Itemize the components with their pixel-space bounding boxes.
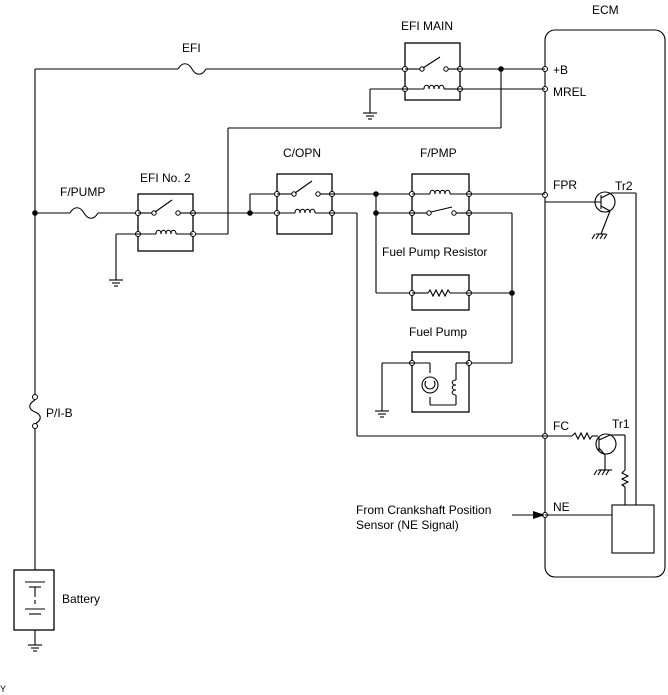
fuel-pump — [411, 351, 470, 413]
efi-no2-relay — [137, 193, 194, 252]
pin-label-fc: FC — [553, 419, 569, 433]
fuel-pump-coil — [451, 379, 457, 396]
transistor-tr2: Tr2 — [545, 179, 637, 505]
ecm-title: ECM — [592, 3, 619, 17]
f-pmp-relay — [411, 173, 470, 235]
pin-label-mrel: MREL — [553, 85, 587, 99]
fpump-circuit: F/PUMP EFI No. 2 — [32, 171, 277, 287]
ne-signal-source: From Crankshaft Position Sensor (NE Sign… — [356, 503, 545, 532]
efi-circuit: EFI EFI MAIN — [34, 19, 545, 395]
corner-mark: Y — [0, 684, 6, 694]
pib-fuse-label: P/I-B — [46, 406, 73, 420]
ne-source-line1: From Crankshaft Position — [356, 503, 491, 517]
pin-label-fpr: FPR — [553, 178, 577, 192]
efi-no2-coil — [155, 229, 177, 235]
ecm-box — [544, 29, 666, 578]
f-pump-fuse-label: F/PUMP — [60, 185, 105, 199]
battery — [13, 569, 55, 631]
ecm: ECM +B MREL FPR FC NE Tr2 — [542, 3, 666, 578]
fuel-pump-label: Fuel Pump — [409, 325, 467, 339]
tr2-label: Tr2 — [615, 179, 633, 193]
fuel-pump-resistor-label: Fuel Pump Resistor — [382, 245, 487, 259]
ne-source-line2: Sensor (NE Signal) — [356, 518, 459, 532]
efi-main-label: EFI MAIN — [401, 19, 453, 33]
fuel-pump-resistor-circuit: Fuel Pump Resistor — [382, 245, 515, 311]
battery-circuit: P/I-B Battery — [13, 394, 100, 652]
efi-main-coil — [423, 84, 445, 90]
ne-arrow-icon — [533, 511, 545, 519]
c-opn-label: C/OPN — [283, 146, 321, 160]
pin-label-ne: NE — [553, 500, 570, 514]
resistor-symbol — [427, 288, 451, 298]
ne-signal-processor-box — [611, 504, 655, 554]
transistor-tr1: Tr1 — [545, 417, 630, 505]
c-opn-relay — [276, 173, 333, 235]
tr1-label: Tr1 — [612, 417, 630, 431]
f-pmp-label: F/PMP — [420, 146, 457, 160]
f-pmp-coil — [429, 189, 451, 195]
f-pmp-circuit: F/PMP — [373, 146, 545, 364]
pin-fpr-terminal — [542, 192, 548, 198]
efi-no2-label: EFI No. 2 — [140, 171, 191, 185]
c-opn-circuit: C/OPN — [274, 146, 545, 437]
efi-fuse-label: EFI — [182, 41, 201, 55]
pib-fuse-symbol — [29, 399, 41, 425]
c-opn-coil — [294, 208, 316, 214]
f-pump-fuse-symbol — [69, 207, 99, 219]
efi-main-relay — [404, 42, 461, 101]
fuel-pump-circuit: Fuel Pump — [375, 325, 472, 418]
battery-label: Battery — [62, 592, 100, 606]
efi-fuse-symbol — [177, 63, 207, 75]
fuel-pump-motor-symbol — [421, 376, 439, 394]
pin-label-plus-b: +B — [553, 63, 568, 77]
